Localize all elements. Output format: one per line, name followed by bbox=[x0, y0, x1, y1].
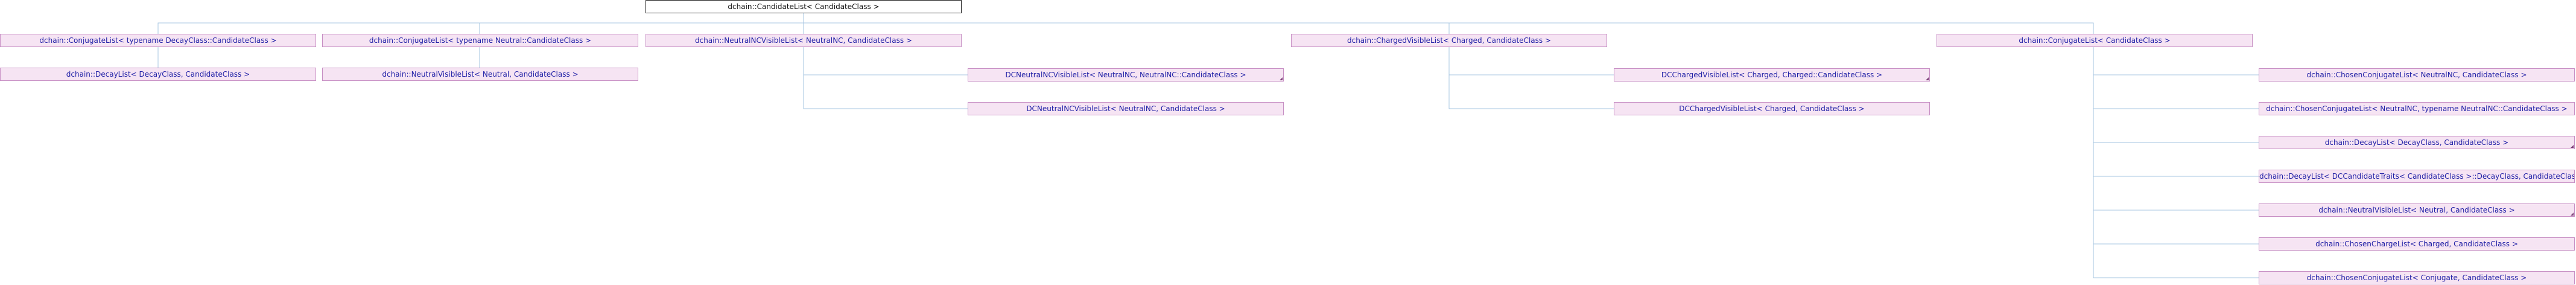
edge-root-conj-neutral bbox=[479, 22, 804, 34]
node-label: dchain::CandidateList< CandidateClass > bbox=[728, 2, 880, 11]
node-label: dchain::DecayList< DecayClass, Candidate… bbox=[66, 70, 250, 78]
node-label: dchain::ConjugateList< CandidateClass > bbox=[2019, 36, 2171, 45]
node-label: dchain::ChosenConjugateList< NeutralNC, … bbox=[2306, 71, 2527, 79]
node-dc-charged-visible-list[interactable]: DCChargedVisibleList< Charged, Candidate… bbox=[1614, 102, 1930, 115]
node-label: dchain::DecayList< DCCandidateTraits< Ca… bbox=[2259, 172, 2575, 181]
node-decay-list-right[interactable]: dchain::DecayList< DecayClass, Candidate… bbox=[2259, 136, 2575, 149]
node-chosen-charge-list[interactable]: dchain::ChosenChargeList< Charged, Candi… bbox=[2259, 237, 2575, 251]
node-label: dchain::ChosenConjugateList< Conjugate, … bbox=[2306, 274, 2527, 282]
node-candidate-list[interactable]: dchain::CandidateList< CandidateClass > bbox=[646, 0, 962, 13]
node-chosen-conjugate-list-neutralnc-typename[interactable]: dchain::ChosenConjugateList< NeutralNC, … bbox=[2259, 102, 2575, 115]
node-charged-visible-list[interactable]: dchain::ChargedVisibleList< Charged, Can… bbox=[1291, 34, 1607, 47]
node-dc-charged-visible-list-cc[interactable]: DCChargedVisibleList< Charged, Charged::… bbox=[1614, 68, 1930, 82]
node-label: DCChargedVisibleList< Charged, Charged::… bbox=[1661, 71, 1883, 79]
node-dc-neutralnc-visible-list-cc[interactable]: DCNeutralNCVisibleList< NeutralNC, Neutr… bbox=[968, 68, 1284, 82]
edge-root-charged-visible bbox=[804, 22, 1450, 34]
node-label: DCChargedVisibleList< Charged, Candidate… bbox=[1679, 104, 1865, 113]
edge-neutralnc-dc-cc bbox=[803, 47, 968, 75]
edge-charged-dc bbox=[1448, 75, 1614, 109]
node-conjugate-list-neutral[interactable]: dchain::ConjugateList< typename Neutral:… bbox=[322, 34, 638, 47]
node-label: dchain::DecayList< DecayClass, Candidate… bbox=[2324, 138, 2509, 147]
node-decay-list-traits[interactable]: dchain::DecayList< DCCandidateTraits< Ca… bbox=[2259, 170, 2575, 183]
node-label: DCNeutralNCVisibleList< NeutralNC, Candi… bbox=[1026, 104, 1225, 113]
node-label: dchain::ChargedVisibleList< Charged, Can… bbox=[1347, 36, 1551, 45]
node-label: dchain::ChosenChargeList< Charged, Candi… bbox=[2315, 240, 2518, 248]
node-neutral-visible-list-right[interactable]: dchain::NeutralVisibleList< Neutral, Can… bbox=[2259, 203, 2575, 217]
node-label: dchain::NeutralVisibleList< Neutral, Can… bbox=[2318, 206, 2515, 214]
node-label: dchain::NeutralNCVisibleList< NeutralNC,… bbox=[695, 36, 912, 45]
node-label: dchain::ChosenConjugateList< NeutralNC, … bbox=[2266, 104, 2568, 113]
edge-root-conj-decay bbox=[157, 13, 804, 34]
edge-charged-dc-cc bbox=[1448, 47, 1614, 75]
node-label: DCNeutralNCVisibleList< NeutralNC, Neutr… bbox=[1005, 71, 1246, 79]
node-neutralnc-visible-list[interactable]: dchain::NeutralNCVisibleList< NeutralNC,… bbox=[646, 34, 962, 47]
node-conjugate-list-decayclass[interactable]: dchain::ConjugateList< typename DecayCla… bbox=[0, 34, 316, 47]
node-conjugate-list[interactable]: dchain::ConjugateList< CandidateClass > bbox=[1937, 34, 2253, 47]
node-decay-list[interactable]: dchain::DecayList< DecayClass, Candidate… bbox=[0, 68, 316, 81]
edge-root-conjugate bbox=[1449, 22, 2094, 34]
node-chosen-conjugate-list-neutralnc[interactable]: dchain::ChosenConjugateList< NeutralNC, … bbox=[2259, 68, 2575, 82]
node-label: dchain::ConjugateList< typename DecayCla… bbox=[39, 36, 277, 45]
node-label: dchain::ConjugateList< typename Neutral:… bbox=[369, 36, 592, 45]
edge-neutralnc-dc bbox=[803, 75, 968, 109]
node-chosen-conjugate-list-conjugate[interactable]: dchain::ChosenConjugateList< Conjugate, … bbox=[2259, 271, 2575, 284]
node-neutral-visible-list[interactable]: dchain::NeutralVisibleList< Neutral, Can… bbox=[322, 68, 638, 81]
inheritance-edges bbox=[157, 13, 2259, 278]
node-dc-neutralnc-visible-list[interactable]: DCNeutralNCVisibleList< NeutralNC, Candi… bbox=[968, 102, 1284, 115]
node-label: dchain::NeutralVisibleList< Neutral, Can… bbox=[382, 70, 579, 78]
